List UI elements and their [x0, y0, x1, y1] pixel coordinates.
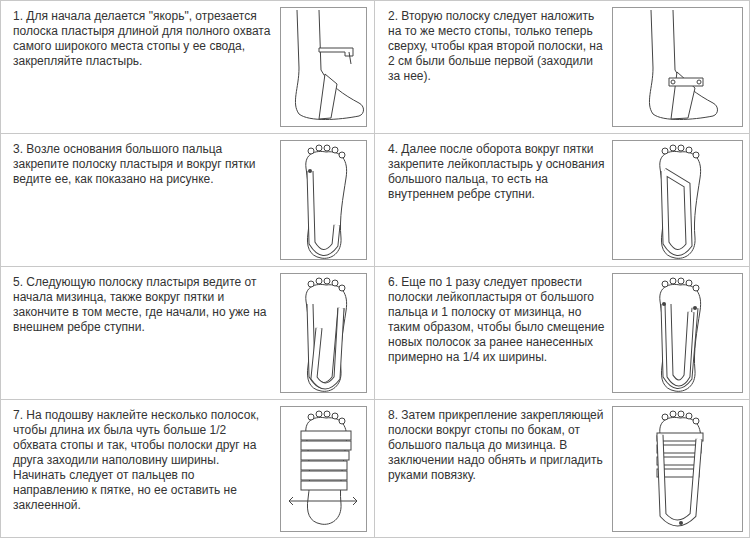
instruction-text: 2. Вторую полоску следует наложить на то…: [388, 9, 606, 84]
instruction-cell: 8. Затем прикрепление закрепляющей полос…: [374, 399, 750, 538]
instruction-cell: 3. Возле основания большого пальца закре…: [0, 133, 375, 267]
instruction-text: 3. Возле основания большого пальца закре…: [13, 142, 271, 187]
instruction-cell: 4. Далее после оборота вокруг пятки закр…: [374, 133, 750, 267]
instruction-cell: 7. На подошву наклейте несколько полосок…: [0, 399, 375, 538]
instruction-text: 8. Затем прикрепление закрепляющей полос…: [388, 408, 606, 483]
foot-sole-view: [289, 411, 357, 524]
foot-sole-view: [306, 145, 347, 258]
instruction-cell: 6. Еще по 1 разу следует провести полоск…: [374, 266, 750, 400]
instruction-cell: 1. Для начала делается "якорь", отрезает…: [0, 0, 375, 134]
instruction-text: 4. Далее после оборота вокруг пятки закр…: [388, 142, 606, 202]
foot-side-view: [649, 10, 717, 120]
foot-sole-view: [660, 278, 701, 391]
foot-side-view: [295, 10, 363, 120]
foot-sole-view: [657, 411, 703, 525]
foot-sole-view: [660, 145, 701, 258]
instruction-text: 1. Для начала делается "якорь", отрезает…: [13, 9, 271, 69]
illustration-frames: [281, 8, 743, 532]
instruction-text: 5. Следующую полоску пластыря ведите от …: [13, 275, 271, 335]
foot-sole-view: [306, 278, 347, 391]
instruction-cell: 2. Вторую полоску следует наложить на то…: [374, 0, 750, 134]
instruction-text: 7. На подошву наклейте несколько полосок…: [13, 408, 271, 513]
instruction-text: 6. Еще по 1 разу следует провести полоск…: [388, 275, 606, 365]
instruction-cell: 5. Следующую полоску пластыря ведите от …: [0, 266, 375, 400]
